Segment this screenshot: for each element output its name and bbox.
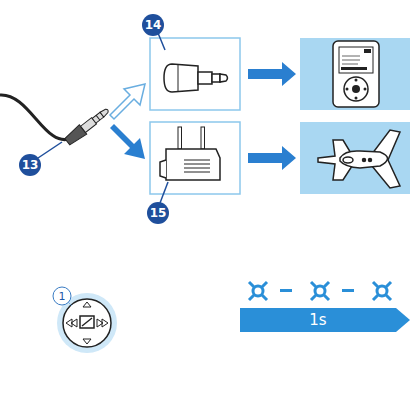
callout-number: 14: [145, 19, 162, 31]
callout-number: 15: [150, 207, 167, 219]
cable-plug: [64, 105, 112, 146]
callout-circle: [147, 202, 169, 224]
jack-adapter: [164, 64, 228, 92]
callout-circle: [19, 154, 41, 176]
airplane: [318, 130, 400, 188]
control-button: [63, 299, 111, 347]
device-panel: [300, 122, 410, 194]
flow-arrow: [248, 62, 296, 86]
mp3-player: [333, 41, 379, 107]
adapter-panel: [150, 38, 240, 110]
callout-circle: [53, 287, 71, 305]
option-arrow: [110, 84, 145, 119]
adapter-panel: [150, 122, 240, 194]
time-arrow: [240, 308, 410, 332]
callout-number: 13: [22, 159, 39, 171]
duration-label: 1s: [309, 313, 326, 328]
callout-number: 1: [59, 291, 66, 302]
airline-adapter: [160, 127, 220, 180]
cable: [0, 95, 72, 140]
flow-arrow: [248, 146, 296, 170]
option-arrow: [110, 124, 145, 159]
device-panel: [300, 38, 410, 110]
callout-circle: [142, 14, 164, 36]
